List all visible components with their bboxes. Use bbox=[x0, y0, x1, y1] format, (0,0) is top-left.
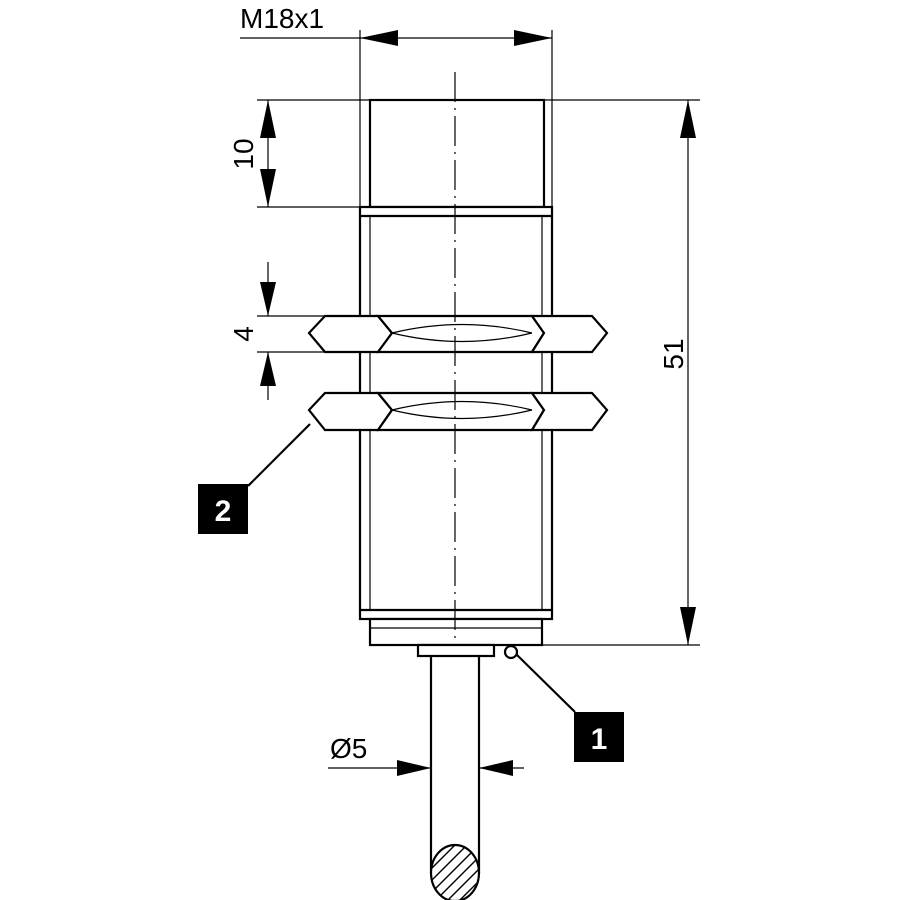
callout-badge-1: 1 bbox=[591, 723, 608, 756]
front-length-label: 10 bbox=[228, 138, 259, 169]
total-length-label: 51 bbox=[658, 338, 689, 369]
callout-badge-2: 2 bbox=[215, 495, 232, 528]
led-indicator-icon bbox=[503, 644, 519, 660]
thread-dimension-label: M18x1 bbox=[240, 3, 324, 34]
sensing-face-head bbox=[368, 98, 546, 209]
dimension-nut-thickness: 4 bbox=[228, 262, 325, 400]
rear-cap bbox=[368, 617, 544, 647]
cable bbox=[429, 656, 481, 900]
cable-gland bbox=[416, 643, 519, 660]
nut-thickness-label: 4 bbox=[228, 326, 259, 342]
mounting-nut-upper bbox=[307, 314, 609, 354]
callout-nuts: 2 bbox=[198, 423, 311, 534]
callout-led: 1 bbox=[515, 653, 624, 762]
dimension-cable-diameter: Ø5 bbox=[328, 733, 524, 776]
dimension-total-length: 51 bbox=[542, 99, 700, 646]
mounting-nut-lower bbox=[307, 391, 609, 432]
cable-diameter-label: Ø5 bbox=[330, 733, 367, 764]
dimension-thread: M18x1 bbox=[240, 3, 553, 207]
dimension-front-length: 10 bbox=[228, 99, 370, 208]
